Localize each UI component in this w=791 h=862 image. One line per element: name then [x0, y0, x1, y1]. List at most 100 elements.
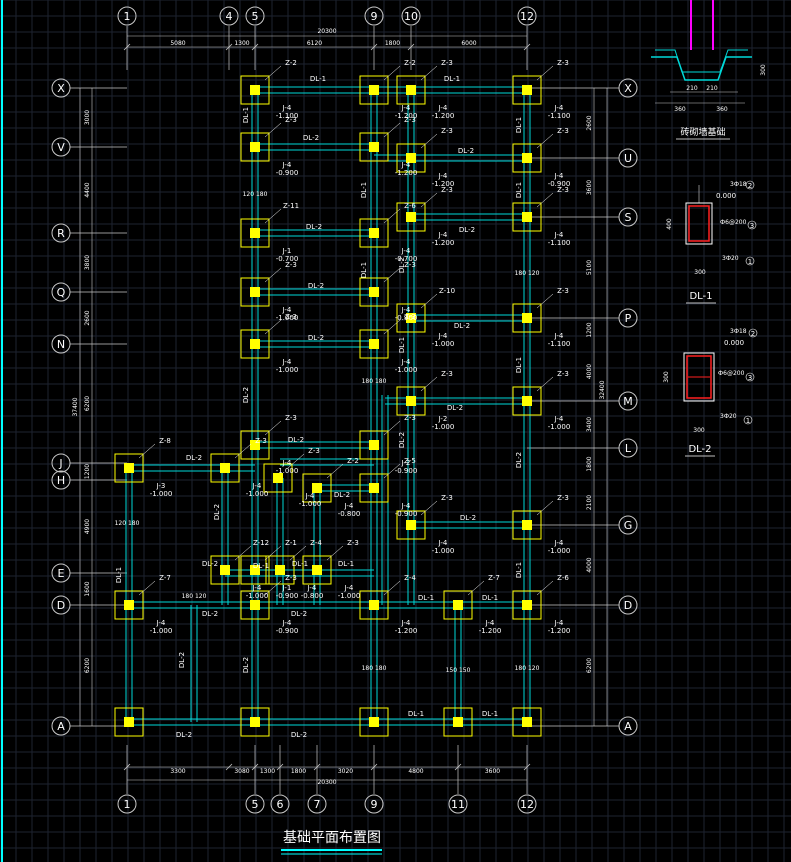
dim-left-8: 6200: [84, 658, 91, 673]
footing-outline: [263, 463, 293, 493]
footing-id: Z-3: [441, 370, 453, 378]
axis-bubble-top-12: [517, 6, 537, 26]
footing-outline: [359, 218, 389, 248]
footing-elevation: -1.100: [548, 239, 571, 247]
beam-label: DL-1: [408, 710, 424, 718]
footing-j: J-4: [401, 619, 411, 627]
dl2-marker-circle: [743, 415, 753, 425]
footing-outline: [240, 329, 270, 359]
footing-outline: [302, 555, 332, 585]
footing-elevation: -1.000: [246, 592, 269, 600]
drawing-title: 基础平面布置图: [283, 829, 381, 846]
column: [250, 228, 260, 238]
footing-leader: [264, 208, 282, 224]
footing-j: J-4: [252, 482, 262, 490]
axis-label-right-U: U: [624, 152, 632, 165]
footing-outline: [512, 386, 542, 416]
footing-elevation: -0.800: [301, 592, 324, 600]
dl2-marker-3: 3: [748, 374, 752, 382]
footing-elevation: -1.200: [395, 112, 418, 120]
footing-j: J-2: [401, 459, 411, 467]
footing-j: J-4: [554, 104, 564, 112]
footing-leader: [264, 65, 282, 81]
beam-section-size: 120 180: [243, 191, 268, 198]
axis-bubble-bottom-12: [517, 794, 537, 814]
footing-elevation: -0.900: [548, 180, 571, 188]
footing-id: Z-10: [439, 287, 455, 295]
footing-leader: [264, 122, 282, 138]
dim-top-1: 1300: [234, 40, 249, 47]
dl2-elevation: 0.000: [724, 339, 744, 347]
footing-outline: [512, 303, 542, 333]
axis-label-bottom-5: 5: [252, 798, 259, 811]
footing-j: J-4: [156, 619, 166, 627]
footing-elevation: -1.200: [479, 627, 502, 635]
footing-outline: [396, 143, 426, 173]
footing-leader: [138, 443, 156, 459]
beam-label-vertical: DL-1: [115, 567, 123, 583]
footing-leader: [420, 65, 438, 81]
axis-label-top-4: 4: [226, 10, 233, 23]
footing-elevation: -0.700: [276, 255, 299, 263]
footing-id: Z-3: [308, 447, 320, 455]
dim-bottom-5: 4800: [408, 768, 423, 775]
beam-label: DL-1: [482, 594, 498, 602]
axis-label-right-M: M: [623, 395, 633, 408]
footing-outline: [359, 707, 389, 737]
footing-id: Z-6: [557, 574, 569, 582]
footing-elevation: -1.200: [395, 169, 418, 177]
column: [273, 473, 283, 483]
footing-outline: [359, 473, 389, 503]
footing-leader: [326, 463, 344, 479]
beam-label-vertical: DL-2: [213, 504, 221, 520]
footing-j: J-4: [554, 231, 564, 239]
beam-label-vertical: DL-1: [515, 562, 523, 578]
footing-j: J-4: [401, 502, 411, 510]
footing-elevation: -1.000: [276, 366, 299, 374]
footing-elevation: -0.900: [395, 467, 418, 475]
column: [406, 313, 416, 323]
column: [453, 717, 463, 727]
footing-j: J-4: [554, 619, 564, 627]
beam-label: DL-2: [202, 560, 218, 568]
column: [220, 565, 230, 575]
footing-j: J-4: [554, 415, 564, 423]
axis-label-bottom-11: 11: [451, 798, 465, 811]
dl1-width: 300: [694, 269, 706, 276]
dim-left-6: 4900: [84, 519, 91, 534]
footing-elevation: -0.900: [276, 169, 299, 177]
footing-leader: [264, 580, 282, 596]
footing-id: Z-3: [255, 437, 267, 445]
dl2-marker-circle: [748, 328, 758, 338]
column: [406, 85, 416, 95]
footing-outline: [396, 75, 426, 105]
footing-outline: [114, 707, 144, 737]
beam-label-vertical: DL-1: [515, 357, 523, 373]
dim-bottom-tick: [251, 763, 259, 771]
dl1-title: DL-1: [689, 291, 712, 302]
column: [250, 440, 260, 450]
footing-elevation: -0.700: [395, 255, 418, 263]
dim-bottom-1: 3080: [234, 768, 249, 775]
dim-right-8: 4000: [586, 557, 593, 572]
beam-label-vertical: DL-1: [360, 262, 368, 278]
axis-label-right-S: S: [625, 211, 632, 224]
footing-leader: [420, 500, 438, 516]
column: [369, 483, 379, 493]
dl1-marker-3: 3: [750, 222, 754, 230]
footing-elevation: -1.200: [395, 627, 418, 635]
wall-footing-outline: [651, 56, 752, 81]
footing-elevation: -1.000: [338, 592, 361, 600]
column: [250, 339, 260, 349]
dim-bottom-0: 3300: [170, 768, 185, 775]
dim-bottom-tick: [454, 763, 462, 771]
wall-dim-300: 300: [760, 64, 767, 76]
footing-outline: [240, 75, 270, 105]
footing-id: Z-3: [285, 414, 297, 422]
beam-label: DL-1: [444, 75, 460, 83]
beam-section-size: 180 180: [362, 378, 387, 385]
axis-bubble-top-10: [401, 6, 421, 26]
footing-j: J-1: [282, 247, 292, 255]
column: [250, 85, 260, 95]
footing-leader: [536, 293, 554, 309]
